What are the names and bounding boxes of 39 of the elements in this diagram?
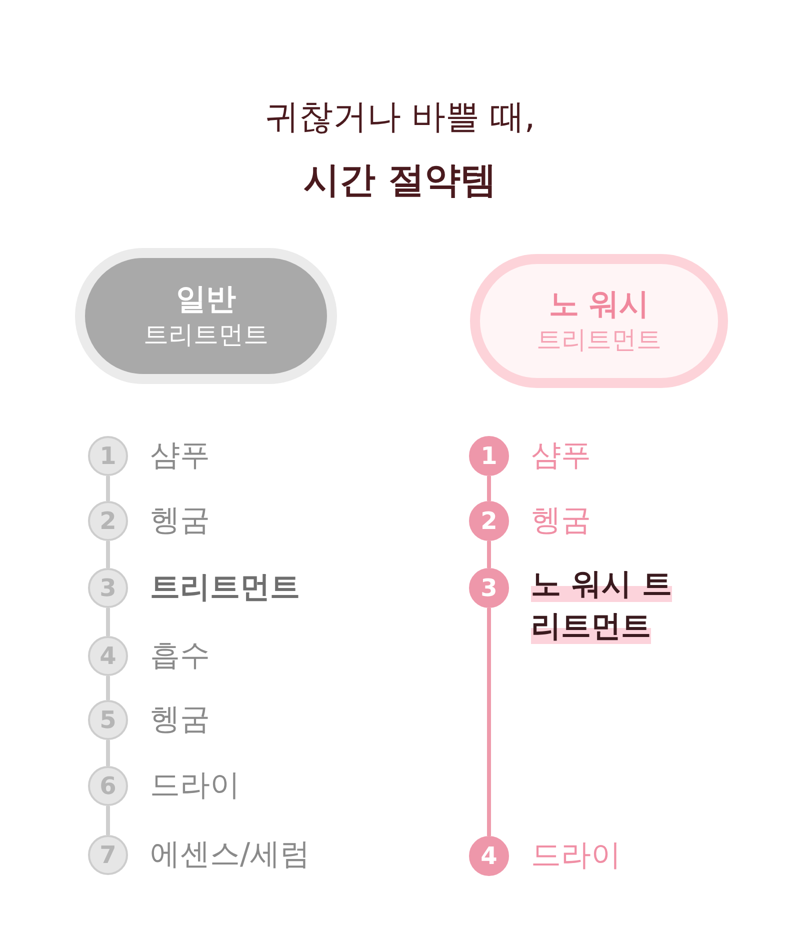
connector-line: [487, 476, 491, 501]
step-label: 흡수: [150, 637, 210, 675]
step-label: 헹굼: [150, 701, 210, 739]
step-label: 트리트먼트: [150, 569, 300, 607]
step-number-circle: [88, 636, 128, 676]
step-label: 에센스/세럼: [150, 836, 310, 874]
step-label: 드라이: [150, 767, 240, 805]
connector-line: [106, 740, 110, 766]
step-label: 샴푸: [150, 437, 210, 475]
step-number: 1: [480, 441, 498, 472]
step-number-circle: [88, 501, 128, 541]
pill-heading: 일반: [176, 281, 236, 319]
connector-line: [106, 608, 110, 636]
pill-heading: 노 워시: [548, 286, 650, 324]
step-number-circle: [469, 836, 509, 876]
step-number-circle: [469, 436, 509, 476]
step-number-circle: [88, 700, 128, 740]
connector-line: [106, 476, 110, 501]
connector-line: [106, 541, 110, 568]
step-label: 드라이: [531, 837, 621, 875]
step-number-circle: [469, 501, 509, 541]
step-label: 샴푸: [531, 437, 591, 475]
step-number: 2: [480, 506, 498, 537]
step-number-circle: [469, 568, 509, 608]
step-number-circle: [88, 766, 128, 806]
step-label: 헹굼: [150, 502, 210, 540]
connector-line: [106, 806, 110, 835]
connector-line: [487, 541, 491, 568]
pill-subtitle: 트리트먼트: [144, 319, 268, 351]
connector-line: [106, 676, 110, 700]
connector-line: [487, 608, 491, 836]
step-number: 4: [480, 841, 498, 872]
pill-subtitle: 트리트먼트: [536, 324, 662, 356]
step-number-circle: [88, 436, 128, 476]
step-label: 헹굼: [531, 502, 591, 540]
title: 귀찮거나 바쁠 때, 시간 절약템: [264, 96, 536, 203]
step-number-circle: [88, 835, 128, 875]
step-number: 3: [480, 573, 498, 604]
step-number-circle: [88, 568, 128, 608]
